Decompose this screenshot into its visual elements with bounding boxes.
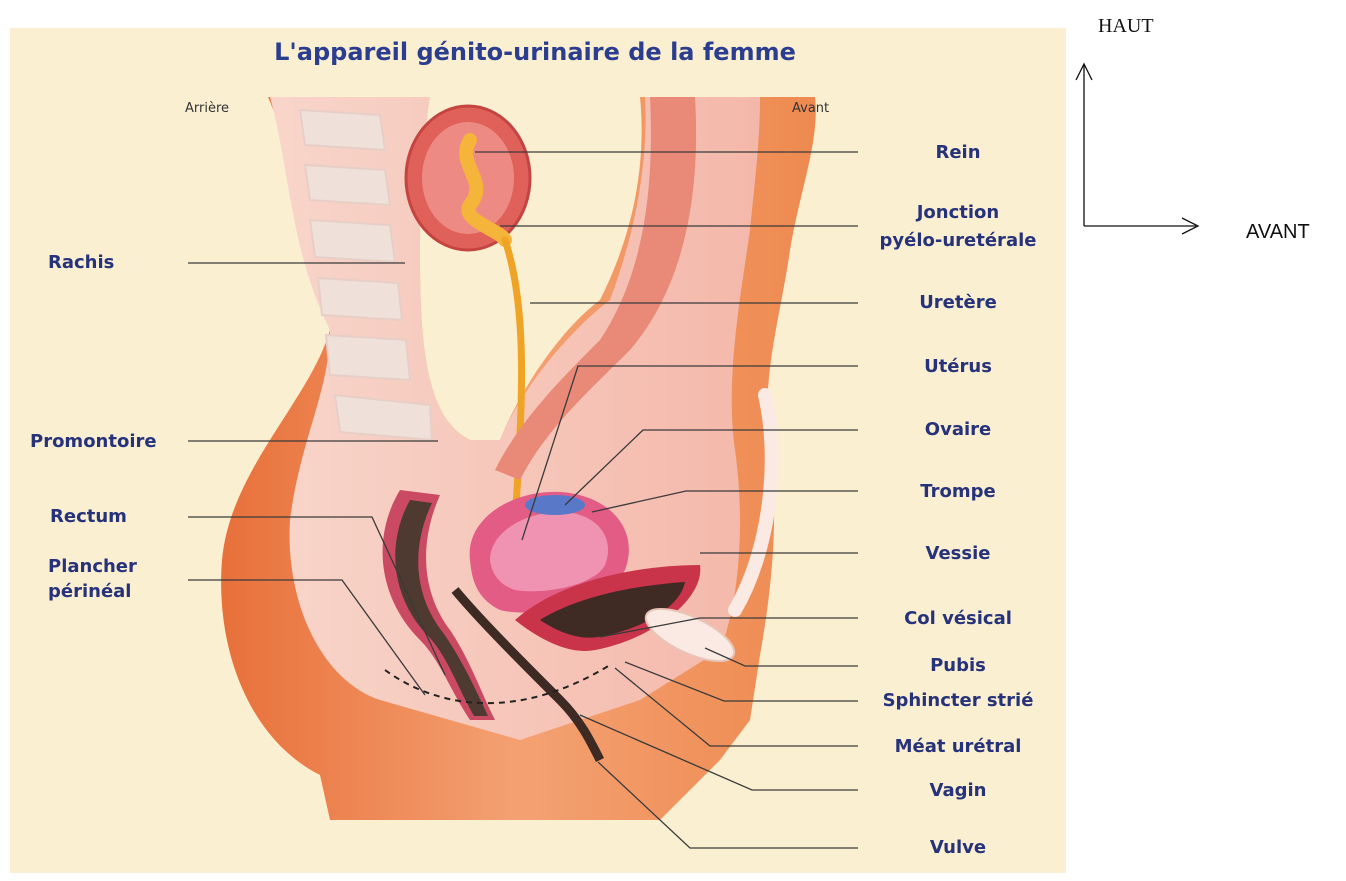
label-rectum: Rectum <box>50 506 127 527</box>
diagram-title: L'appareil génito-urinaire de la femme <box>274 38 796 66</box>
label-vessie: Vessie <box>926 543 991 564</box>
label-meat: Méat urétral <box>895 736 1022 757</box>
label-promontoire: Promontoire <box>30 431 157 452</box>
orientation-axes <box>1076 64 1198 234</box>
orientation-front: Avant <box>792 101 829 116</box>
label-pubis: Pubis <box>930 655 986 676</box>
kidney <box>406 106 530 250</box>
label-trompe: Trompe <box>920 481 995 502</box>
label-vagin: Vagin <box>930 780 987 801</box>
label-rachis: Rachis <box>48 252 114 273</box>
label-plancher-1: Plancher <box>48 556 137 577</box>
label-uterus: Utérus <box>924 356 992 377</box>
label-jonction-2: pyélo-uretérale <box>880 230 1037 251</box>
orientation-rear: Arrière <box>185 101 229 116</box>
label-vulve: Vulve <box>930 837 986 858</box>
label-sphincter: Sphincter strié <box>883 690 1034 711</box>
label-plancher-2: périnéal <box>48 581 131 602</box>
axis-forward-label: AVANT <box>1246 221 1310 243</box>
label-ovaire: Ovaire <box>925 419 991 440</box>
label-rein: Rein <box>935 142 980 163</box>
label-uretere: Uretère <box>919 292 997 313</box>
axis-up-label: HAUT <box>1098 15 1154 37</box>
label-jonction-1: Jonction <box>915 202 1000 223</box>
label-col-vesical: Col vésical <box>904 608 1012 629</box>
